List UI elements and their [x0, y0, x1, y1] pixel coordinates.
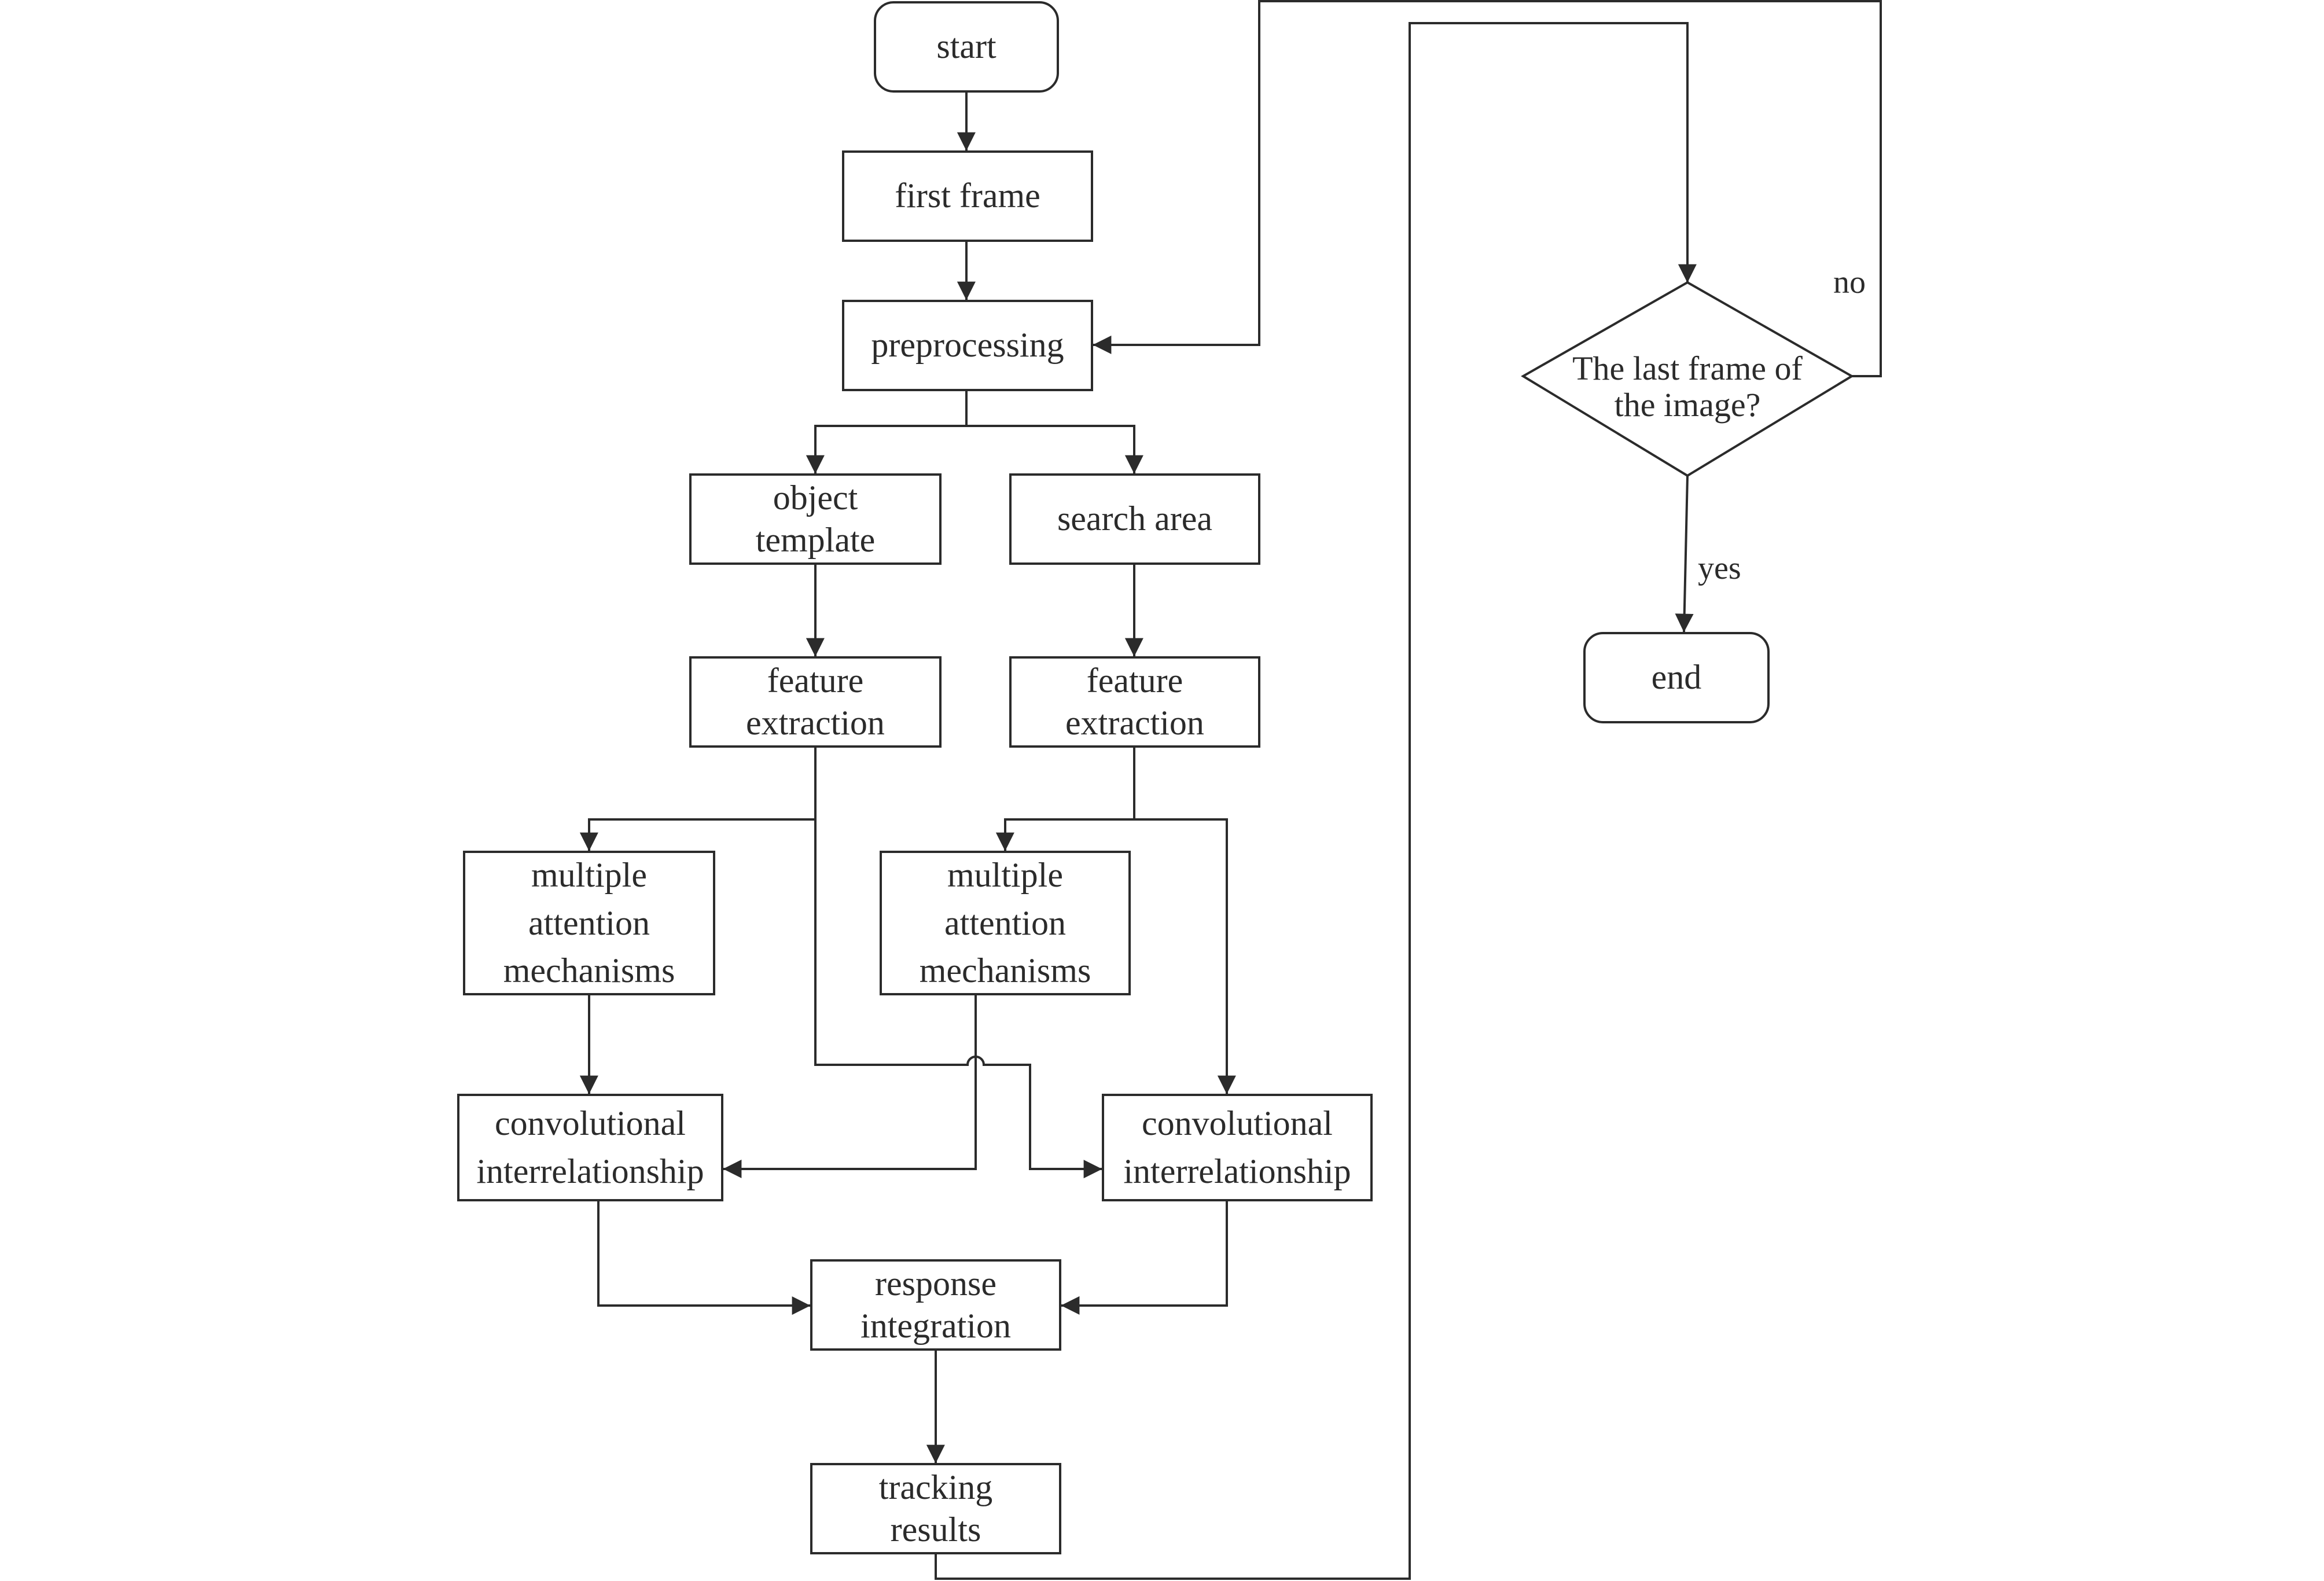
- edge-label-no: no: [1833, 264, 1866, 300]
- preprocessing-node: preprocessing: [842, 300, 1093, 391]
- tracking-results-line-1: tracking: [878, 1468, 993, 1506]
- edge-conv-left-to-response: [597, 1201, 811, 1315]
- first-frame-node: first frame: [842, 150, 1093, 242]
- edge-feature-left-to-attention-left: [579, 748, 817, 851]
- conv-left-line-2: interrelationship: [476, 1152, 704, 1190]
- attention-right-line-2: attention: [944, 903, 1066, 942]
- conv-left-line-1: convolutional: [495, 1104, 686, 1143]
- first-frame-label: first frame: [895, 177, 1040, 215]
- conv-right-line-2: interrelationship: [1123, 1152, 1351, 1190]
- response-integration-line-1: response: [875, 1264, 996, 1303]
- edge-feature-right-to-conv-right: [1134, 818, 1236, 1094]
- end-label: end: [1651, 658, 1702, 697]
- decision-label-line-1: The last frame of: [1572, 350, 1803, 387]
- edge-preprocessing-split: [806, 391, 968, 474]
- edge-tracking-to-decision: [935, 22, 1697, 1580]
- object-template-label-line-1: object: [773, 478, 858, 517]
- edge-conv-right-to-response: [1061, 1201, 1228, 1315]
- feature-extraction-left-line-2: extraction: [746, 704, 885, 742]
- decision-diamond: [1521, 281, 1854, 477]
- attention-left-line-3: mechanisms: [503, 951, 675, 990]
- search-area-label: search area: [1057, 499, 1213, 538]
- edge-attention-right-to-conv-left: [723, 995, 977, 1178]
- attention-left-line-2: attention: [528, 903, 650, 942]
- edge-decision-no-to-preprocessing: [1093, 0, 1882, 377]
- decision-label-line-2: the image?: [1614, 385, 1761, 424]
- feature-extraction-left-line-1: feature: [767, 661, 864, 700]
- edge-preprocessing-to-search-area: [966, 425, 1143, 474]
- object-template-node: object template: [689, 473, 942, 565]
- attention-right-node: multiple attention mechanisms: [880, 851, 1131, 995]
- feature-extraction-right-node: feature extraction: [1009, 656, 1260, 748]
- response-integration-node: response integration: [810, 1259, 1061, 1351]
- conv-right-line-1: convolutional: [1142, 1104, 1333, 1143]
- tracking-results-line-2: results: [890, 1510, 981, 1549]
- tracking-results-node: tracking results: [810, 1463, 1061, 1554]
- start-label: start: [936, 27, 996, 66]
- end-node: end: [1583, 632, 1770, 723]
- attention-left-line-1: multiple: [531, 855, 647, 894]
- feature-extraction-right-line-1: feature: [1086, 661, 1183, 700]
- edge-feature-right-to-attention-right: [995, 748, 1135, 851]
- start-node: start: [874, 1, 1059, 93]
- response-integration-line-2: integration: [861, 1307, 1011, 1345]
- search-area-node: search area: [1009, 473, 1260, 565]
- decision-label: The last frame of the image?: [1525, 350, 1849, 424]
- preprocessing-label: preprocessing: [871, 326, 1064, 365]
- object-template-label-line-2: template: [755, 521, 876, 559]
- conv-right-node: convolutional interrelationship: [1102, 1094, 1373, 1201]
- feature-extraction-left-node: feature extraction: [689, 656, 942, 748]
- attention-right-line-1: multiple: [947, 855, 1063, 894]
- edge-decision-yes-to-end: [1675, 475, 1694, 633]
- feature-extraction-right-line-2: extraction: [1065, 704, 1204, 742]
- conv-left-node: convolutional interrelationship: [457, 1094, 723, 1201]
- attention-left-node: multiple attention mechanisms: [463, 851, 715, 995]
- attention-right-line-3: mechanisms: [919, 951, 1091, 990]
- edge-label-yes: yes: [1698, 550, 1741, 586]
